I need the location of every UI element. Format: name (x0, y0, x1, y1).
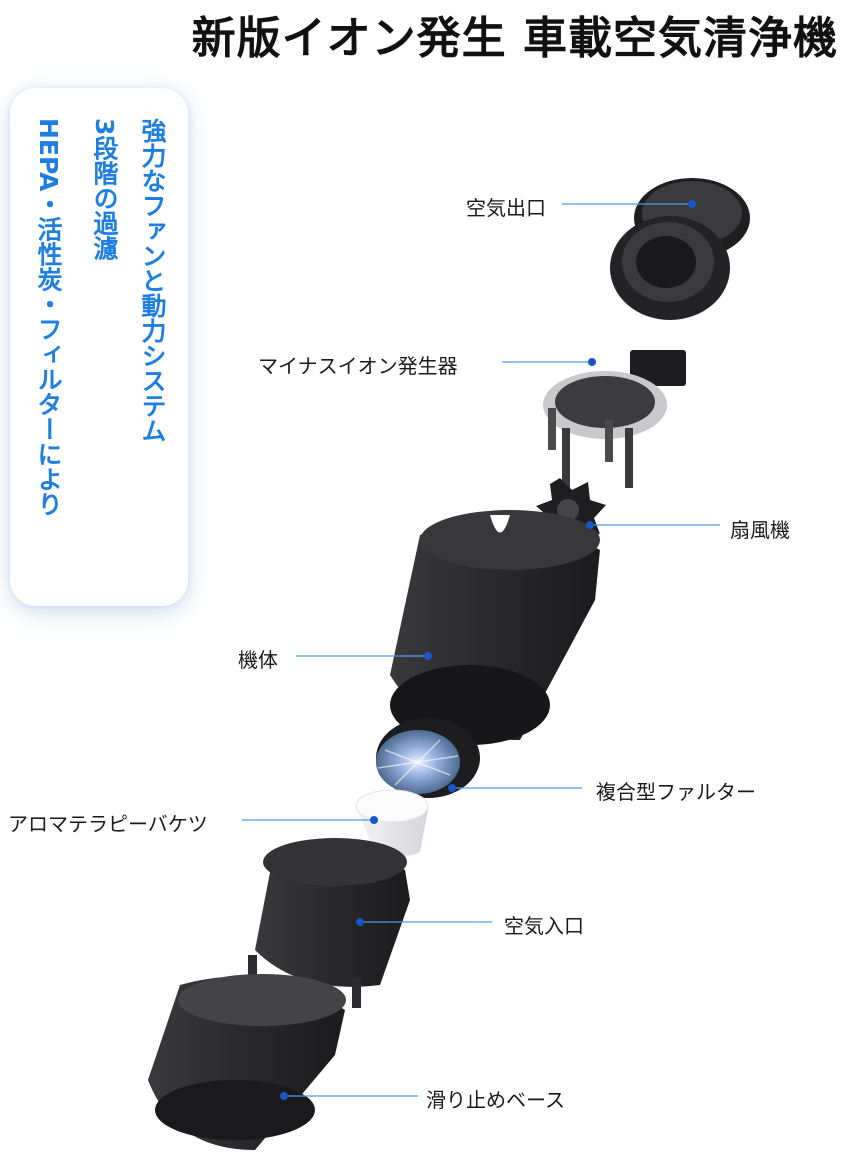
base-part (148, 974, 346, 1150)
ion-generator-part (543, 350, 686, 488)
label-ion-generator: マイナスイオン発生器 (258, 350, 458, 379)
label-aroma-bucket: アロマテラピーバケツ (8, 808, 208, 837)
main-body-part (390, 510, 600, 745)
label-air-outlet: 空気出口 (466, 192, 546, 221)
label-air-inlet: 空気入口 (504, 910, 584, 939)
label-fan: 扇風機 (730, 514, 790, 543)
label-body: 機体 (238, 644, 278, 673)
composite-filter-part (376, 718, 480, 798)
label-base: 滑り止めベース (426, 1084, 565, 1113)
air-outlet-part (610, 178, 750, 320)
label-composite-filter: 複合型ファルター (596, 776, 756, 805)
